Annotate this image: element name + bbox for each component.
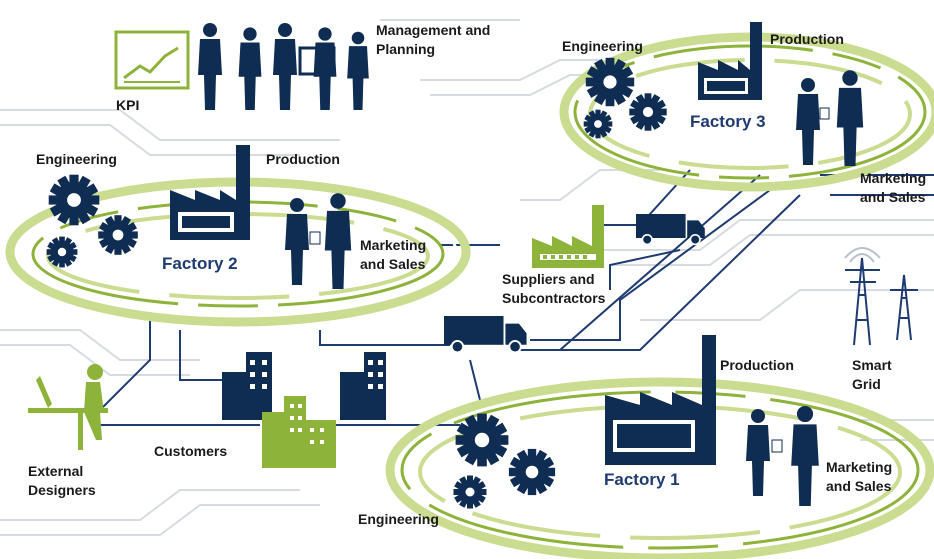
factory1-factory-icon <box>605 335 716 465</box>
factory1-marketing-label: Marketing and Sales <box>826 459 893 494</box>
power-tower-icon <box>844 247 918 346</box>
factory1-engineering-label: Engineering <box>358 511 439 527</box>
kpi-label: KPI <box>116 97 140 113</box>
factory1-ring <box>385 377 934 559</box>
factory1-production-label: Production <box>720 357 794 373</box>
factory3-engineering-label: Engineering <box>562 38 643 54</box>
circuit-background <box>0 19 934 536</box>
truck-icon-lower <box>443 315 528 354</box>
factory3-factory-icon <box>698 22 762 100</box>
kpi-chart-icon <box>114 30 190 90</box>
factory2-name: Factory 2 <box>162 254 238 273</box>
factory3-name: Factory 3 <box>690 112 766 131</box>
customers-label: Customers <box>154 443 228 459</box>
suppliers-factory-icon <box>532 205 604 268</box>
factory1-sales-people-icon <box>746 405 819 506</box>
factory3-production-label: Production <box>770 31 844 47</box>
factory1-name: Factory 1 <box>604 470 680 489</box>
factory2-production-label: Production <box>266 151 340 167</box>
factory3-marketing-label: Marketing and Sales <box>860 170 927 205</box>
factory3-sales-people-icon <box>796 70 864 166</box>
designer-icon <box>28 364 108 450</box>
factory2-factory-icon <box>170 145 250 240</box>
external-designers-label: External Designers <box>28 463 96 498</box>
management-people-icon <box>198 23 369 111</box>
suppliers-label: Suppliers and Subcontractors <box>502 271 606 306</box>
factory2-sales-people-icon <box>285 193 352 289</box>
customer-buildings-icon <box>222 352 386 468</box>
truck-icon-upper <box>635 213 706 246</box>
factory2-marketing-label: Marketing and Sales <box>360 237 427 272</box>
management-label: Management and Planning <box>376 22 491 57</box>
smart-grid-label: Smart Grid <box>852 357 892 392</box>
factory1-gears-icon <box>453 413 556 509</box>
factory2-engineering-label: Engineering <box>36 151 117 167</box>
